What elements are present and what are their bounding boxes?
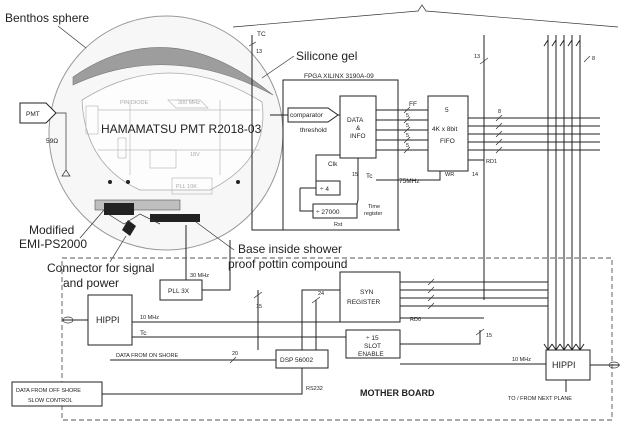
rst-label: Rst (334, 222, 343, 228)
fifo-label-2: 4K x 8bit (432, 126, 457, 133)
tc-label: Tc (366, 173, 373, 180)
slot-label-1: ÷ 15 (366, 335, 379, 342)
pmt-inner-schematic (85, 99, 260, 195)
base-label-1: Base inside shower (238, 242, 342, 256)
next-plane-label: TO / FROM NEXT PLANE (508, 396, 572, 402)
n13b-label: 13 (474, 54, 480, 60)
mhz75-label: 75MHz (399, 178, 420, 185)
pmt-symbol-label: PMT (26, 111, 40, 118)
n14-label: 14 (472, 172, 478, 178)
fpga-label: FPGA XILINX 3190A-09 (304, 73, 374, 80)
n5b-label: 5 (406, 123, 409, 129)
mother-board-label: MOTHER BOARD (360, 388, 435, 398)
div27000-label: ÷ 27000 (316, 209, 340, 216)
n15a-label: 15 (352, 172, 358, 178)
data-info-block (339, 95, 377, 159)
hippi-right-label: HIPPI (552, 360, 576, 370)
slot-enable-block (345, 329, 401, 359)
vertical-bus-lines (543, 35, 591, 351)
syn-register-block (339, 271, 401, 323)
300mhz-label: 300 MHz (178, 100, 200, 106)
data-bus-to-fifo (376, 106, 428, 154)
silicone-gel-label: Silicone gel (296, 49, 357, 63)
18v-label: 18V (190, 152, 200, 158)
tc-line-label: Tc (140, 330, 147, 337)
slow-control-block (11, 381, 103, 407)
pmt-bulb (81, 72, 264, 191)
n20-label: 20 (232, 351, 238, 357)
hippi-left-label: HIPPI (96, 315, 120, 325)
dsp-label: DSP 56002 (280, 357, 314, 364)
time-register-label-2: register (364, 211, 383, 217)
slot-label-3: ENABLE (358, 351, 384, 358)
n13a-label: 13 (256, 49, 262, 55)
comparator-block (287, 107, 339, 123)
syn-output-bus (400, 278, 548, 310)
n5a-label: 5 (406, 113, 409, 119)
threshold-label: threshold (300, 127, 327, 134)
tc-top-label: TC (257, 31, 266, 38)
time-register-label-1: Time (368, 204, 380, 210)
base-block-right (150, 214, 200, 222)
modified-label-2: EMI-PS2000 (19, 237, 87, 251)
rd1-label: RD1 (486, 159, 497, 165)
hippi-right-block (545, 349, 591, 381)
rd0-label: RD0 (410, 317, 421, 323)
connector-plug (122, 220, 136, 236)
base-label-2: proof pottin compound (228, 257, 347, 271)
pll3x-label: PLL 3X (168, 288, 190, 295)
connector-label-1: Connector for signal (47, 261, 154, 275)
pll10k-label: PLL 10K (176, 184, 197, 190)
mhz30-label: 30 MHz (190, 273, 209, 279)
ff-label: FF (409, 101, 417, 108)
slot-label-2: SLOT (364, 343, 381, 350)
rs232-label: RS232 (306, 386, 323, 392)
ohm-label: 59Ω (46, 138, 58, 145)
data-info-label-1: DATA (347, 117, 364, 124)
syn-label-2: REGISTER (347, 299, 381, 306)
data-on-shore-label: DATA FROM ON SHORE (116, 353, 178, 359)
fifo-output-bus (468, 114, 600, 154)
fifo-label-3: FIFO (440, 138, 455, 145)
n5d-label: 5 (406, 143, 409, 149)
pmt-symbol (19, 102, 57, 124)
n8-label: 8 (498, 109, 501, 115)
n5c-label: 5 (406, 133, 409, 139)
div4-label: ÷ 4 (320, 186, 329, 193)
fifo-label-1: 5 (445, 107, 449, 114)
slow-control-label-1: DATA FROM OFF SHORE (16, 388, 81, 394)
mhz10-right-label: 10 MHz (512, 357, 531, 363)
slow-control-label-2: SLOW CONTROL (28, 398, 73, 404)
wr-label: WR (445, 172, 454, 178)
syn-label-1: SYN (360, 289, 374, 296)
silicone-gel-layer (72, 47, 274, 96)
n24-label: 24 (318, 291, 324, 297)
mother-board-outline (61, 257, 613, 421)
fifo-block (427, 95, 469, 172)
n8b-label: 8 (592, 56, 595, 62)
benthos-sphere-label: Benthos sphere (5, 11, 89, 25)
n15b-label: 15 (256, 304, 262, 310)
n15c-label: 15 (486, 333, 492, 339)
base-block-left (104, 203, 134, 215)
pmt-name-label: HAMAMATSU PMT R2018-03 (101, 122, 262, 136)
connector-label-2: and power (63, 276, 119, 290)
hippi-left-block (87, 294, 133, 346)
comparator-label: comparator (290, 112, 324, 119)
pin-diode-label: PIN DIODE (120, 100, 148, 106)
pmt-base (94, 199, 181, 211)
data-info-label-3: INFO (350, 133, 366, 140)
data-info-label-2: & (356, 125, 361, 132)
modified-label-1: Modified (29, 223, 74, 237)
clk-label: Clk (328, 161, 338, 168)
mhz10-left-label: 10 MHz (140, 315, 159, 321)
top-brace (232, 4, 619, 28)
